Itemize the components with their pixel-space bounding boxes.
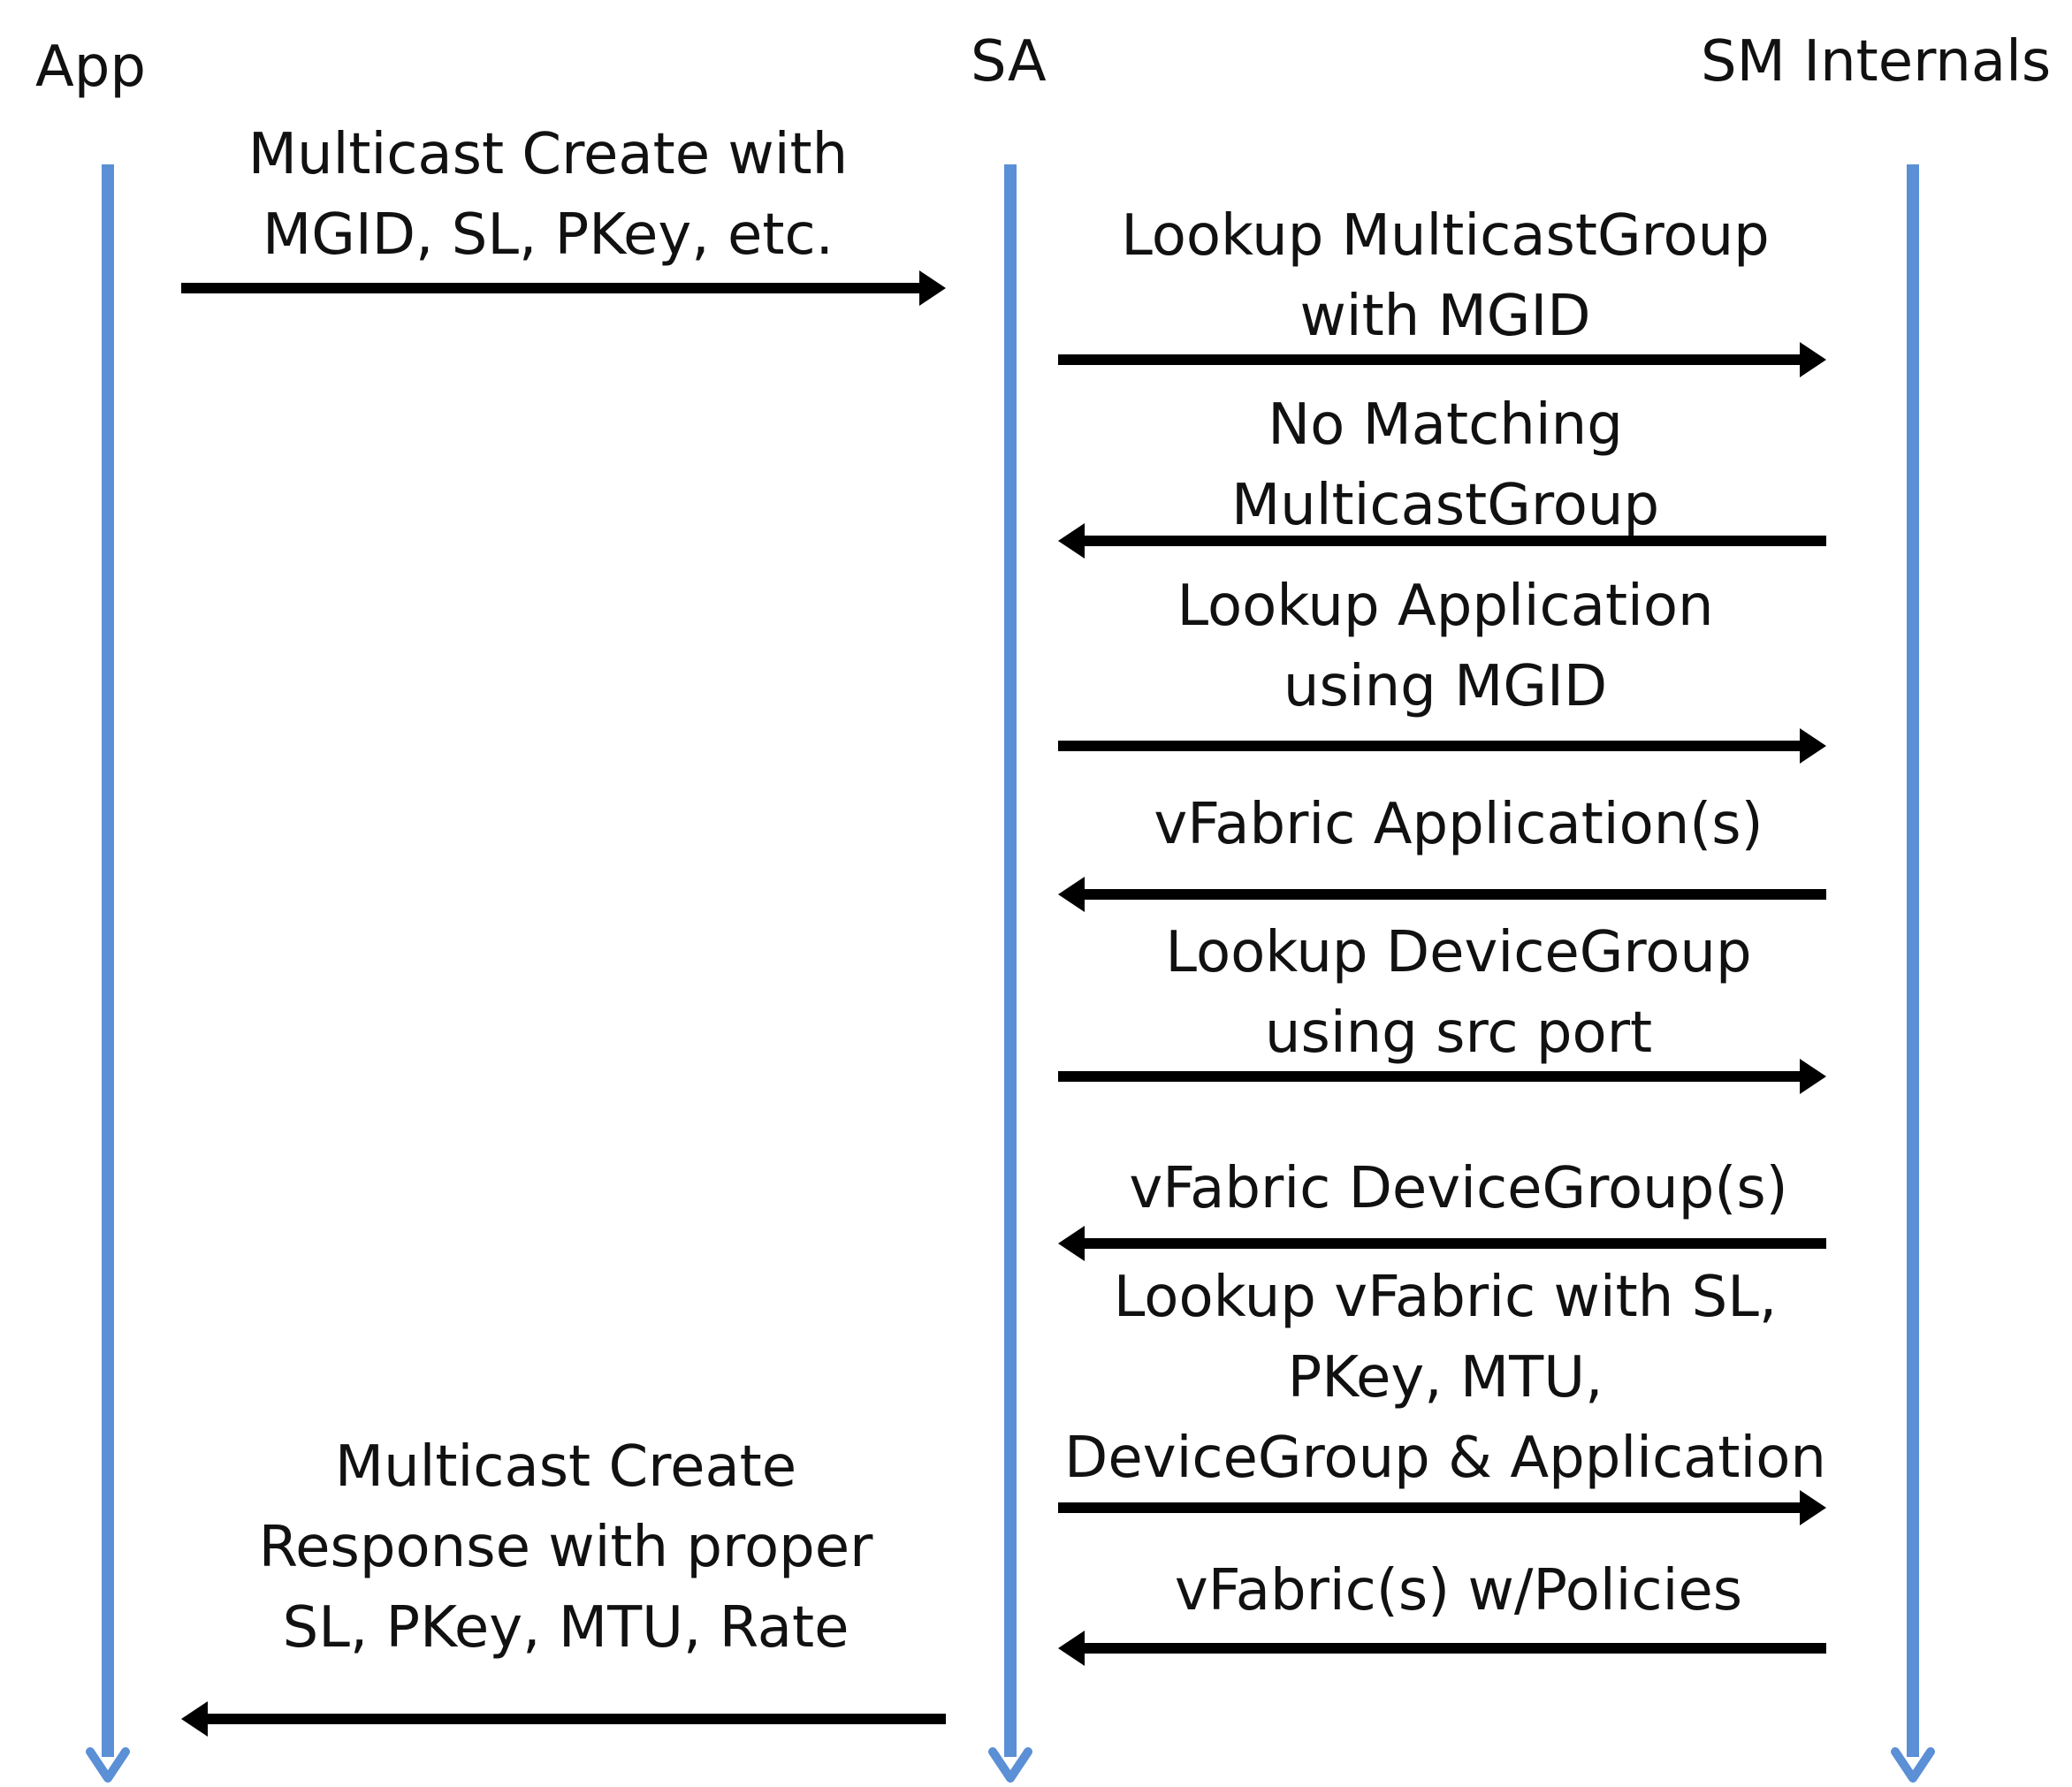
message-label-multicast-create: Multicast Create with MGID, SL, PKey, et… [248,122,849,268]
message-label-lookup-devicegroup: Lookup DeviceGroup using src port [1165,920,1752,1066]
lifeline-arrowhead-sa [988,1747,1032,1783]
message-arrowhead-5 [1800,1059,1826,1094]
message-label-lookup-application: Lookup Application using MGID [1177,574,1714,719]
message-arrowhead-0 [919,270,946,306]
participant-label-sa: SA [971,29,1047,95]
message-arrowhead-6 [1058,1226,1085,1261]
lifeline-arrowhead-sm [1891,1747,1935,1783]
message-arrowhead-7 [1800,1490,1826,1525]
participant-label-sm-internals: SM Internals [1701,29,2052,95]
lifeline-arrowhead-app [86,1747,130,1783]
message-label-vfabric-policies: vFabric(s) w/Policies [1174,1558,1743,1624]
message-arrowhead-8 [1058,1631,1085,1666]
message-arrowhead-3 [1800,728,1826,764]
message-label-vfabric-devicegroups: vFabric DeviceGroup(s) [1129,1156,1788,1221]
message-label-vfabric-applications: vFabric Application(s) [1154,792,1763,857]
message-label-multicast-create-response: Multicast Create Response with proper SL… [258,1434,873,1661]
message-arrowhead-9 [181,1701,208,1737]
message-arrowhead-2 [1058,523,1085,559]
message-label-lookup-multicastgroup: Lookup MulticastGroup with MGID [1121,203,1770,349]
participant-label-app: App [35,34,147,100]
message-label-lookup-vfabric: Lookup vFabric with SL, PKey, MTU, Devic… [1064,1265,1826,1491]
message-arrowhead-4 [1058,877,1085,912]
message-arrowhead-1 [1800,342,1826,377]
message-label-no-matching-multicastgroup: No Matching MulticastGroup [1230,392,1660,538]
